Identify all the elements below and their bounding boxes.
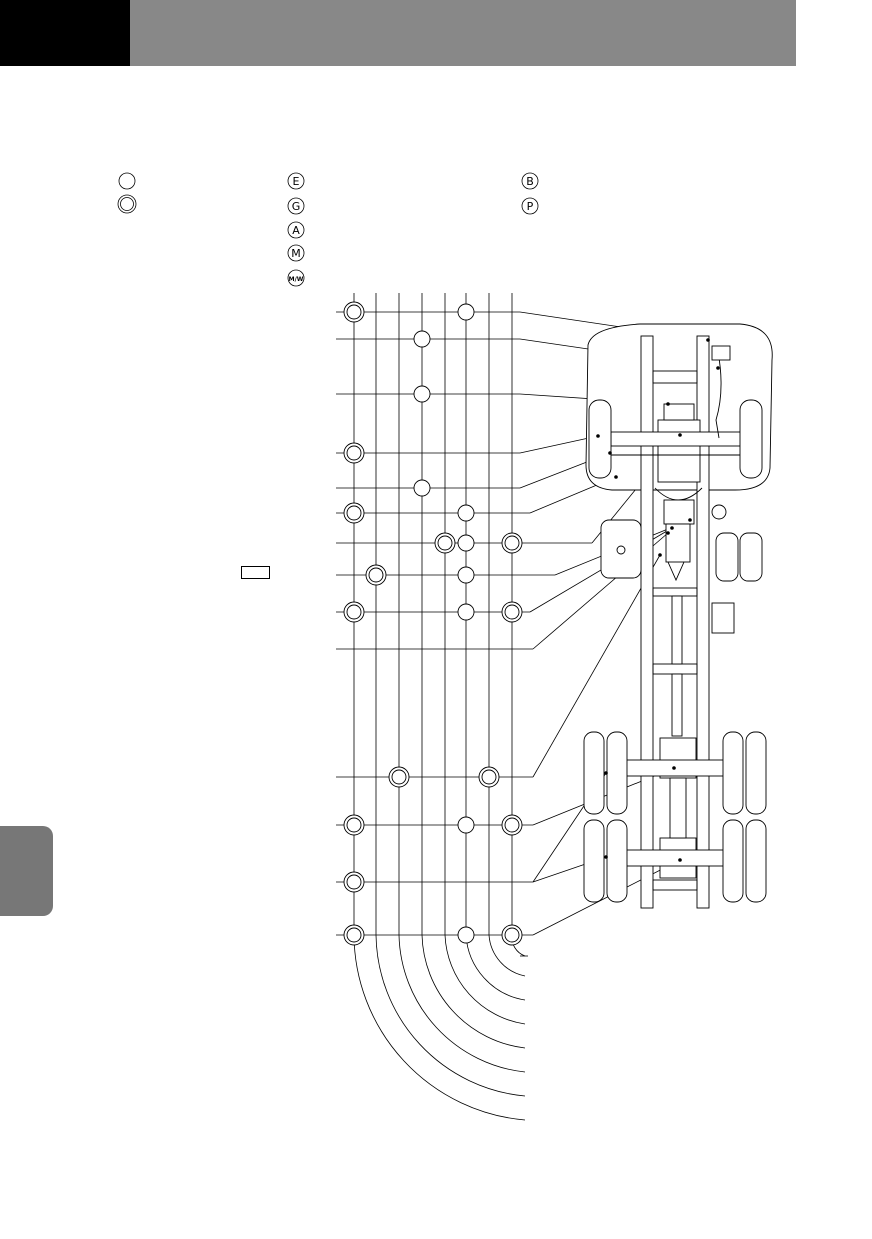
rear-wheel-1	[583, 731, 605, 815]
grid-lines	[336, 293, 592, 1121]
frame-rail-left	[640, 335, 654, 909]
front-wheel-left	[588, 399, 612, 479]
leader-dots	[596, 338, 720, 862]
letter-e-label: E	[293, 175, 300, 188]
plain-circle-legend-icon	[118, 172, 136, 190]
front-axle	[610, 431, 742, 447]
fuel-tank	[600, 519, 642, 579]
double-circle-legend-icon	[117, 194, 137, 214]
section-side-tab	[0, 826, 53, 916]
letter-mw-label: M/W	[289, 276, 304, 283]
letter-m-label: M	[291, 247, 301, 260]
letter-e-icon	[287, 172, 305, 190]
letter-a-label: A	[292, 224, 300, 237]
propeller-shaft-2	[671, 673, 683, 737]
header-black-block	[0, 0, 130, 66]
letter-a-icon	[287, 221, 305, 239]
rear-wheel-2	[606, 731, 628, 815]
propeller-shaft-1	[671, 595, 683, 665]
rear-wheel-3	[583, 819, 605, 903]
rear-wheel-5	[722, 731, 744, 815]
rear-wheel-6	[745, 731, 767, 815]
rear-wheel-4	[606, 819, 628, 903]
header-gray-bar	[130, 0, 796, 66]
rear-wheel-7	[722, 819, 744, 903]
letter-mw-icon	[287, 269, 305, 287]
rear-wheel-8	[745, 819, 767, 903]
letter-p-label: P	[527, 200, 534, 213]
front-wheel-right	[739, 399, 763, 479]
letter-b-icon	[521, 172, 539, 190]
letter-m-icon	[287, 244, 305, 262]
air-tank-2	[739, 532, 763, 582]
engine	[657, 419, 701, 483]
legend-box	[241, 566, 270, 579]
air-tank-1	[715, 532, 739, 582]
letter-b-label: B	[526, 175, 534, 188]
letter-g-icon	[287, 197, 305, 215]
legend: E G A M M/W B P	[117, 172, 539, 287]
letter-g-label: G	[292, 200, 301, 213]
truck-chassis	[583, 323, 773, 909]
grid-symbols	[343, 301, 523, 946]
letter-p-icon	[521, 197, 539, 215]
